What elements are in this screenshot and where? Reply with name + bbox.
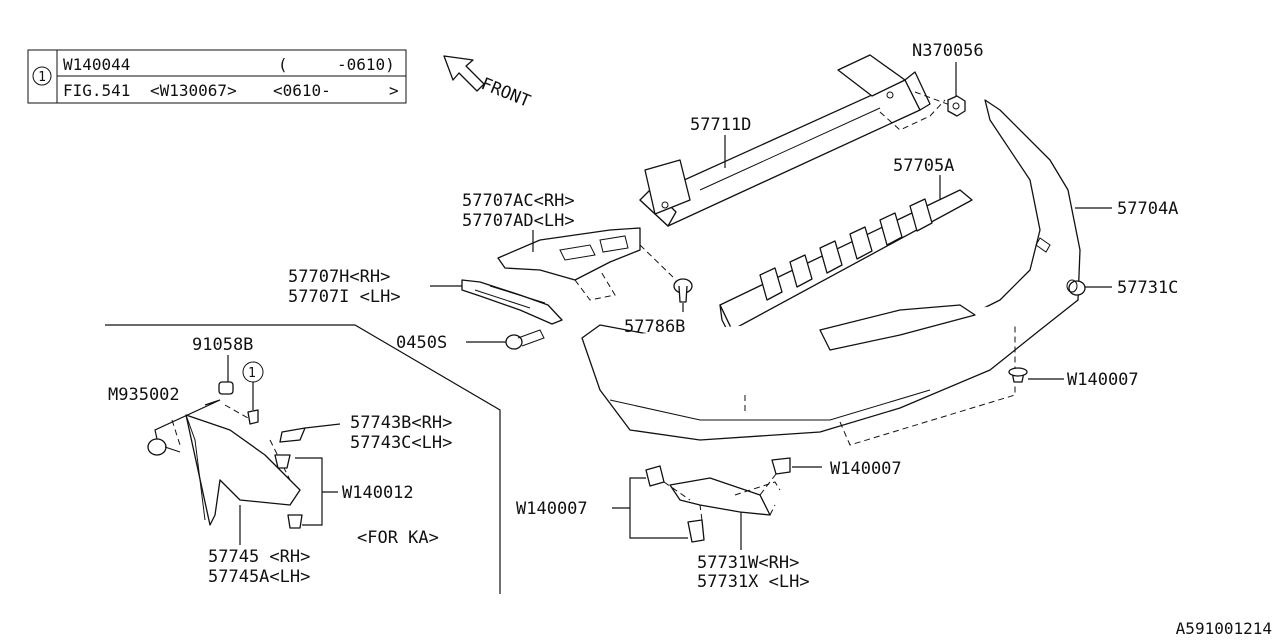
clip-W140007-c-icon bbox=[771, 457, 791, 475]
clip-icon bbox=[1008, 367, 1028, 383]
clip-W140007-b-icon bbox=[687, 519, 705, 543]
callout-W140007-bracket-right: W140007 bbox=[830, 459, 902, 479]
legend-marker-circle bbox=[32, 66, 52, 86]
legend-ref: <W130067> bbox=[150, 81, 237, 100]
callout-W140012: W140012 bbox=[342, 483, 414, 503]
screw-icon-small bbox=[505, 329, 545, 350]
callout-57745A: 57745A<LH> bbox=[208, 567, 310, 587]
bolt-icon bbox=[147, 438, 167, 456]
legend-range-open: ( bbox=[278, 55, 288, 74]
nut-icon bbox=[947, 95, 966, 117]
callout-57707AD: 57707AD<LH> bbox=[462, 211, 575, 231]
callout-57707I: 57707I <LH> bbox=[288, 287, 401, 307]
legend-code: W140044 bbox=[63, 55, 130, 74]
screw-icon bbox=[639, 244, 693, 303]
lower-bracket bbox=[645, 457, 791, 543]
clip-W140007-a-icon bbox=[645, 465, 665, 487]
front-arrow-icon bbox=[443, 55, 485, 92]
legend-marker: 1 bbox=[38, 70, 46, 85]
section-marker: 1 bbox=[248, 366, 256, 381]
legend-range-1: -0610) bbox=[337, 55, 395, 74]
leader-lines bbox=[154, 62, 1112, 550]
reinforcement-bar bbox=[639, 54, 951, 227]
callout-57731C: 57731C bbox=[1117, 278, 1178, 298]
callout-57711D: 57711D bbox=[690, 115, 751, 135]
mud-guard-section bbox=[105, 324, 501, 594]
callout-for-ka: <FOR KA> bbox=[357, 528, 439, 548]
callout-N370056: N370056 bbox=[912, 41, 984, 61]
clip-icon-upper bbox=[247, 409, 259, 425]
legend-table: 1 W140044 ( -0610) FIG.541 <W130067> <06… bbox=[27, 49, 407, 104]
legend-fig: FIG.541 bbox=[63, 81, 130, 100]
front-label: FRONT bbox=[478, 74, 533, 112]
callout-57704A: 57704A bbox=[1117, 199, 1178, 219]
callout-57707AC: 57707AC<RH> bbox=[462, 191, 575, 211]
callout-57705A: 57705A bbox=[893, 156, 954, 176]
side-bracket-upper bbox=[497, 227, 641, 301]
callout-57707H: 57707H<RH> bbox=[288, 267, 390, 287]
legend-range-2: <0610- bbox=[273, 81, 331, 100]
callout-57743B: 57743B<RH> bbox=[350, 413, 452, 433]
legend-range-close: > bbox=[389, 81, 399, 100]
callout-57743C: 57743C<LH> bbox=[350, 433, 452, 453]
callout-0450S: 0450S bbox=[396, 333, 447, 353]
callout-W140007-bracket-left: W140007 bbox=[516, 499, 588, 519]
screw-W140012-a-icon bbox=[274, 454, 291, 469]
callout-57786B: 57786B bbox=[624, 317, 685, 337]
callout-57745: 57745 <RH> bbox=[208, 547, 310, 567]
side-bracket-lower bbox=[461, 279, 563, 325]
callout-M935002: M935002 bbox=[108, 385, 180, 405]
clip-57743-icon bbox=[279, 427, 306, 443]
screw-W140012-b-icon bbox=[287, 514, 303, 529]
clip-91058B-icon bbox=[218, 381, 234, 395]
diagram-id: A591001214 bbox=[1176, 619, 1272, 638]
callout-W140007-bumper: W140007 bbox=[1067, 370, 1139, 390]
plug-icon bbox=[1066, 279, 1086, 296]
bumper-face bbox=[581, 99, 1081, 446]
callout-91058B: 91058B bbox=[192, 335, 253, 355]
callout-57731W: 57731W<RH> bbox=[697, 553, 799, 573]
callout-57731X: 57731X <LH> bbox=[697, 572, 810, 592]
